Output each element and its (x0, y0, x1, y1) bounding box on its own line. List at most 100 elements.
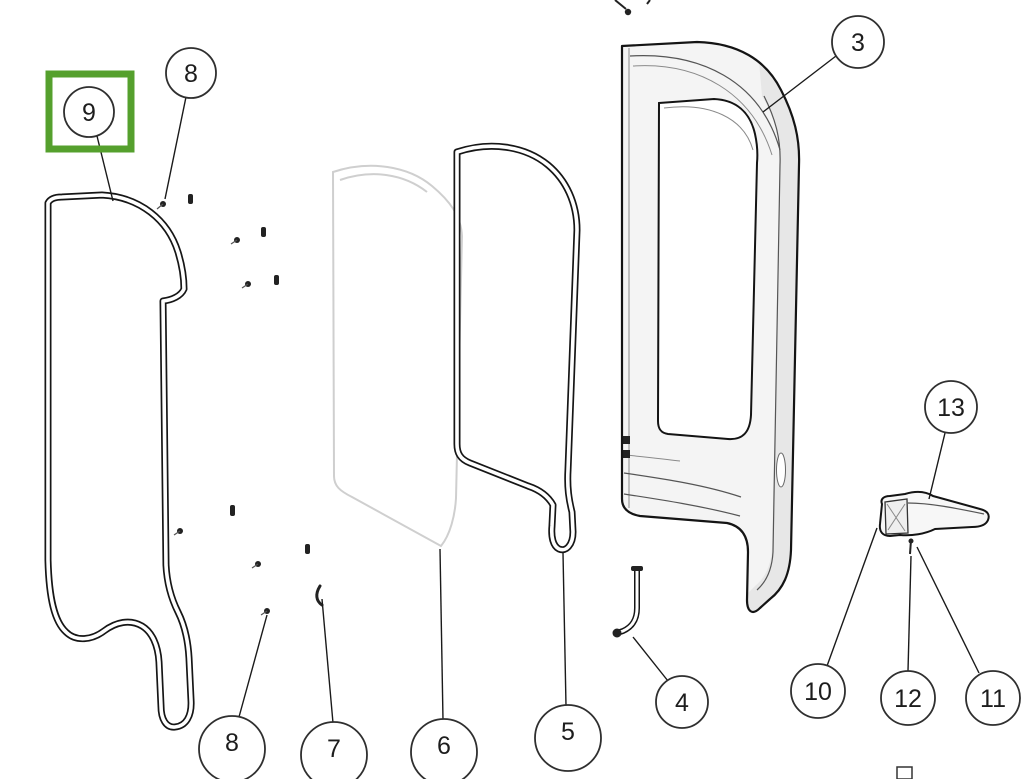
door-window (656, 97, 759, 441)
door-hinge-tab (621, 450, 630, 458)
leader-7 (321, 598, 334, 724)
callout-label: 10 (804, 678, 832, 706)
callout-label: 13 (937, 394, 965, 422)
door-edge-inner-line (756, 95, 781, 591)
callout-label: 4 (675, 689, 689, 717)
door-edge-band (747, 61, 800, 612)
callout-10[interactable]: 10 (790, 663, 846, 719)
leader-12 (907, 555, 912, 672)
callout-circle[interactable] (63, 86, 115, 138)
bottom-right-cut-box (896, 766, 913, 779)
door-top-inner-arc (629, 55, 781, 151)
fastener-screw-stub (251, 563, 259, 569)
leader-lines (96, 55, 980, 724)
callout-5[interactable]: 5 (534, 704, 602, 772)
part-outline (44, 191, 195, 731)
door-hinge-tab (621, 436, 630, 444)
handle-block-diagonal-2 (887, 503, 906, 531)
bracket-tip (612, 628, 622, 638)
callout-8-top[interactable]: 8 (165, 47, 217, 99)
fastener-screw-stub (260, 610, 268, 616)
callout-circle[interactable] (655, 675, 709, 729)
callout-label: 5 (561, 718, 575, 746)
callout-label: 11 (980, 685, 1006, 713)
callout-label: 8 (184, 60, 198, 88)
leader-5 (562, 552, 567, 707)
callout-7[interactable]: 7 (300, 721, 368, 779)
fastener-clip (305, 544, 310, 554)
leader-8-top (164, 96, 187, 200)
bracket-top-cap (631, 566, 643, 571)
leader-10 (826, 527, 878, 667)
fastener-screw-stub (241, 283, 249, 289)
fastener-screw-stub (156, 203, 164, 210)
callout-6[interactable]: 6 (410, 718, 478, 779)
callout-label: 8 (225, 729, 239, 757)
callout-label: 9 (82, 99, 96, 127)
callout-circle[interactable] (410, 718, 478, 779)
callout-circle[interactable] (965, 670, 1021, 726)
top-part-line-2 (646, 0, 651, 5)
leader-8-bottom (238, 614, 268, 718)
callout-circle[interactable] (924, 380, 978, 434)
callout-circle[interactable] (880, 670, 936, 726)
leader-4 (632, 636, 669, 682)
bracket-outline-inner (615, 569, 639, 635)
callout-circle[interactable] (165, 47, 217, 99)
top-part-line (614, 0, 627, 10)
part-outline-inner (455, 144, 579, 552)
callout-13[interactable]: 13 (924, 380, 978, 434)
leader-3 (762, 55, 837, 113)
door-bottom-line-3 (625, 454, 681, 462)
callout-label: 6 (437, 732, 451, 760)
handle-arm-line (907, 502, 985, 515)
ghost-panel-outline (331, 164, 464, 548)
fastener-clip (274, 275, 279, 285)
highlight-box (45, 70, 135, 153)
fastener-clip (188, 194, 193, 204)
part-9-outer-gasket (44, 191, 195, 731)
fastener-screw-stub (173, 530, 181, 536)
callout-8-bottom[interactable]: 8 (198, 715, 266, 779)
window-top-reveal (663, 106, 754, 151)
callout-label: 7 (327, 735, 341, 763)
part-4-latch-bracket (612, 566, 643, 638)
door-bottom-line-1 (623, 472, 742, 498)
callout-circle[interactable] (534, 704, 602, 772)
fastener-screw-stub (230, 239, 238, 245)
callout-4[interactable]: 4 (655, 675, 709, 729)
part-5-inner-gasket (453, 142, 581, 554)
door-top-inner-arc-2 (632, 65, 773, 156)
part-12-handle-screw (908, 538, 914, 555)
callout-circle[interactable] (790, 663, 846, 719)
part-outline (453, 142, 581, 554)
leader-11 (916, 546, 980, 674)
fasteners-8 (156, 194, 324, 616)
ghost-panel-inner-line (339, 173, 428, 193)
top-part-dot (624, 8, 632, 16)
fastener-clip (261, 227, 266, 237)
door-outline (620, 40, 801, 613)
top-edge-part (614, 0, 651, 16)
callout-12[interactable]: 12 (880, 670, 936, 726)
callout-label: 12 (894, 685, 922, 713)
screw-head (908, 538, 914, 544)
door-bottom-line-2 (623, 493, 741, 517)
part-3-door-assembly (620, 40, 801, 613)
callout-11[interactable]: 11 (965, 670, 1021, 726)
callout-label: 3 (851, 29, 865, 57)
leader-6 (439, 548, 444, 721)
leader-13 (928, 432, 946, 500)
part-6-ghost-panel (331, 164, 464, 548)
fastener-clip (230, 505, 235, 516)
callout-circle[interactable] (300, 721, 368, 779)
door-edge-slot (776, 452, 786, 488)
callout-circle[interactable] (831, 15, 885, 69)
fastener-hook (315, 584, 324, 607)
callout-circle[interactable] (198, 715, 266, 779)
part-outline-inner (46, 193, 193, 729)
callout-9[interactable]: 9 (63, 86, 115, 138)
callout-3[interactable]: 3 (831, 15, 885, 69)
